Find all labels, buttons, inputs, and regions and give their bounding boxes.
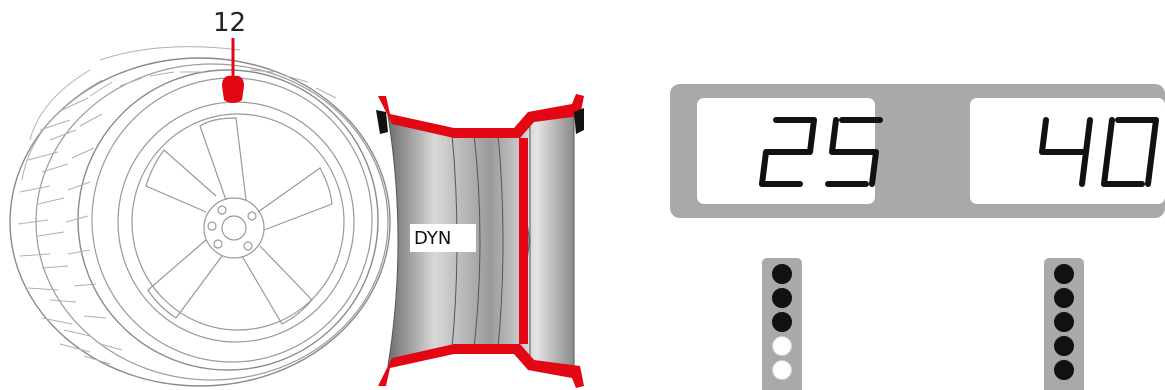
indicator-leds-left (772, 264, 792, 380)
digit-segment-b (1149, 117, 1159, 155)
digit-segment-f (829, 117, 839, 155)
digit-segment-b (807, 117, 817, 155)
led-on-icon (1054, 264, 1074, 284)
digit-segment-c (1145, 149, 1155, 187)
digit-4 (1039, 117, 1093, 187)
led-on-icon (1054, 360, 1074, 380)
rim-center-disc (519, 138, 528, 344)
balance-weight-callout (222, 38, 244, 103)
callout-number: 12 (213, 8, 247, 38)
led-on-icon (772, 288, 792, 308)
digit-segment-e (759, 149, 769, 187)
mode-label: DYN (414, 228, 452, 249)
digit-0 (1101, 117, 1159, 187)
indicator-leds-right (1054, 264, 1074, 380)
readout-right-digits (1039, 117, 1159, 187)
rim-spokes (145, 117, 333, 325)
digit-segment-f (1105, 117, 1115, 155)
led-on-icon (772, 264, 792, 284)
rim-cross-section (376, 94, 584, 388)
digit-segment-c (869, 149, 879, 187)
digit-segment-b (1083, 117, 1093, 155)
digit-segment-c (1079, 149, 1089, 187)
digit-2 (759, 117, 817, 187)
led-off-icon (772, 360, 792, 380)
clip-weight-right-icon (574, 108, 584, 134)
led-on-icon (1054, 336, 1074, 356)
led-on-icon (772, 312, 792, 332)
tread-pattern (17, 46, 337, 365)
rim-profile-bottom (378, 344, 584, 388)
digit-5 (825, 117, 883, 187)
clip-weight-left-icon (376, 110, 388, 134)
rim-outline (117, 101, 355, 343)
led-on-icon (1054, 312, 1074, 332)
tire-wheel-illustration (9, 46, 391, 387)
led-on-icon (1054, 288, 1074, 308)
digit-segment-f (1039, 117, 1049, 155)
digit-segment-e (1101, 149, 1111, 187)
wheel-hub (203, 197, 265, 259)
rim-profile-top (378, 94, 584, 138)
balance-weight-icon (222, 75, 244, 103)
readout-left-digits (759, 117, 883, 187)
led-off-icon (772, 336, 792, 356)
